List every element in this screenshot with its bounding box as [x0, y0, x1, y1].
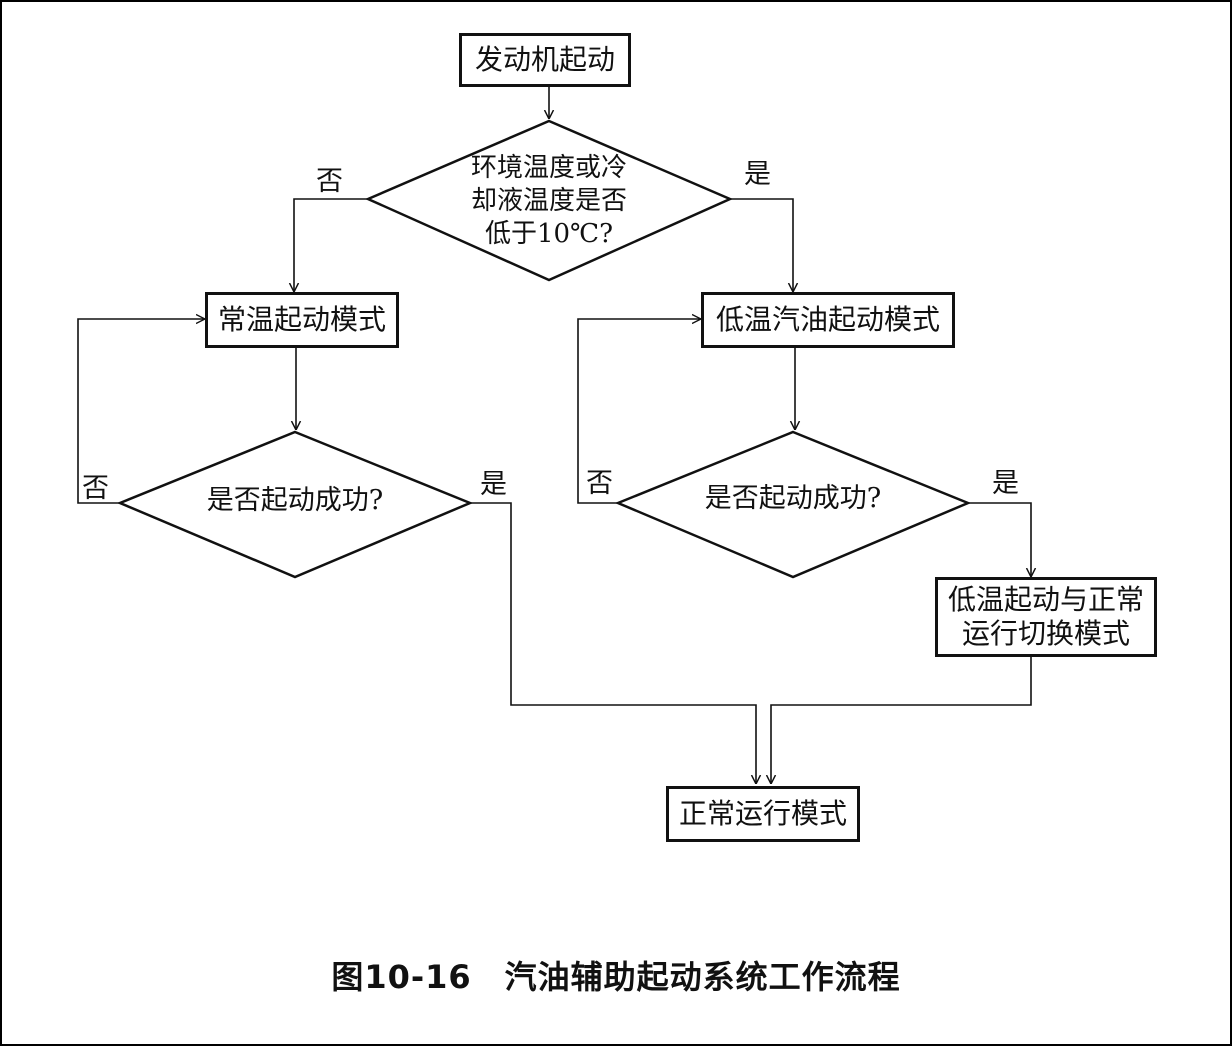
- left-no-label: 否: [82, 473, 109, 504]
- right-success-text: 是否起动成功?: [704, 483, 882, 514]
- switch-mode-line-1: 低温起动与正常: [947, 583, 1144, 616]
- temp-check-line-2: 却液温度是否: [470, 186, 627, 216]
- low-temp-gasoline-mode-box: 低温汽油起动模式: [701, 292, 955, 348]
- normal-temp-mode-box: 常温起动模式: [205, 292, 399, 348]
- temp-check-diamond: [364, 119, 734, 282]
- temp-check-text: 环境温度或冷 却液温度是否 低于10℃?: [449, 152, 649, 251]
- arrow-switch-to-normal: [771, 656, 1032, 784]
- left-yes-label: 是: [480, 469, 507, 500]
- temp-yes-label: 是: [744, 159, 771, 190]
- right-no-label: 否: [586, 468, 613, 499]
- arrow-left-yes: [470, 502, 756, 784]
- temp-no-label: 否: [316, 166, 343, 197]
- arrow-temp-yes: [730, 198, 793, 292]
- arrow-right-yes: [968, 502, 1031, 577]
- arrow-temp-no: [294, 198, 368, 292]
- arrow-left-no-loop: [77, 319, 205, 504]
- left-success-diamond: [116, 430, 474, 579]
- right-yes-label: 是: [992, 468, 1019, 499]
- right-success-diamond: [614, 430, 972, 579]
- figure-caption: 图10-16 汽油辅助起动系统工作流程: [331, 958, 901, 996]
- normal-run-mode-box: 正常运行模式: [666, 786, 860, 842]
- temp-check-line-1: 环境温度或冷: [470, 153, 627, 183]
- engine-start-box: 发动机起动: [459, 33, 631, 87]
- temp-check-line-3: 低于10℃?: [484, 219, 614, 249]
- switch-mode-box: 低温起动与正常 运行切换模式: [935, 577, 1157, 657]
- left-success-text: 是否起动成功?: [206, 485, 384, 516]
- arrow-right-no-loop: [577, 319, 701, 504]
- switch-mode-line-2: 运行切换模式: [961, 617, 1130, 650]
